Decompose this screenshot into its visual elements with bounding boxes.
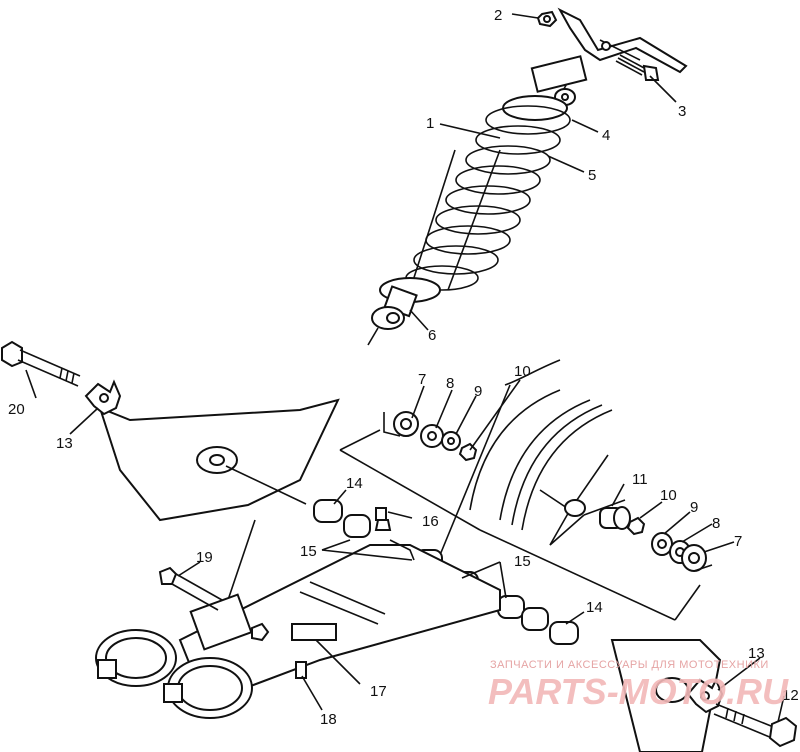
callout-16: 16 [422, 513, 439, 530]
right-side-plate [610, 639, 722, 752]
callout-15-right: 15 [514, 553, 531, 570]
left-side-plate [98, 398, 340, 522]
shock-absorber-1 [371, 88, 576, 330]
callout-13-left: 13 [56, 435, 73, 452]
callout-7-right: 7 [734, 533, 742, 550]
callout-10-right: 10 [660, 487, 677, 504]
bushings-lower [497, 595, 579, 645]
hardware-stack-right [599, 506, 713, 572]
callout-9-upper: 9 [474, 383, 482, 400]
star-washer-13-left [84, 379, 122, 416]
leader-lines [25, 13, 785, 723]
bolt-12 [713, 703, 798, 748]
callout-17: 17 [370, 683, 387, 700]
callout-15-left: 15 [300, 543, 317, 560]
nut-2 [536, 10, 558, 28]
mount-plate [530, 55, 588, 93]
hardware-stack-upper [383, 411, 478, 462]
assembly-lines [225, 384, 701, 621]
callout-8-upper: 8 [446, 375, 454, 392]
watermark: ЗАПЧАСТИ И АКСЕССУАРЫ ДЛЯ МОТОТЕХНИКИ PA… [488, 659, 789, 712]
watermark-site: PARTS-MOTO.RU [488, 671, 789, 712]
callout-14-upper: 14 [346, 475, 363, 492]
callout-3: 3 [678, 103, 686, 120]
callout-9-right: 9 [690, 499, 698, 516]
spring-5 [405, 105, 571, 291]
callout-5: 5 [588, 167, 596, 184]
callout-14-lower: 14 [586, 599, 603, 616]
watermark-tagline: ЗАПЧАСТИ И АКСЕССУАРЫ ДЛЯ МОТОТЕХНИКИ [490, 659, 769, 671]
bolt-3 [615, 54, 660, 81]
callout-13-right: 13 [748, 645, 765, 662]
grease-fitting-16 [374, 507, 392, 531]
callout-labels: 1 2 3 4 5 6 7 8 9 10 11 10 9 8 7 12 13 1… [8, 7, 799, 728]
swing-arm [95, 539, 501, 719]
callout-11: 11 [632, 471, 648, 488]
callout-20: 20 [8, 401, 25, 418]
callout-4: 4 [602, 127, 610, 144]
bracket-11 [539, 454, 626, 546]
callout-12: 12 [782, 687, 799, 704]
callout-8-right: 8 [712, 515, 720, 532]
bolt-20 [0, 340, 81, 387]
bolt-19 [158, 566, 223, 611]
star-washer-13-right [686, 677, 724, 714]
upper-mount-bracket [557, 7, 688, 74]
callout-6: 6 [428, 327, 436, 344]
shock-lower-line [367, 327, 379, 346]
callout-7-upper: 7 [418, 371, 426, 388]
callout-2: 2 [494, 7, 502, 24]
callout-19: 19 [196, 549, 213, 566]
callout-10-upper: 10 [514, 363, 531, 380]
callout-1: 1 [426, 115, 434, 132]
frame-rails-right [469, 359, 613, 531]
callout-18: 18 [320, 711, 337, 728]
